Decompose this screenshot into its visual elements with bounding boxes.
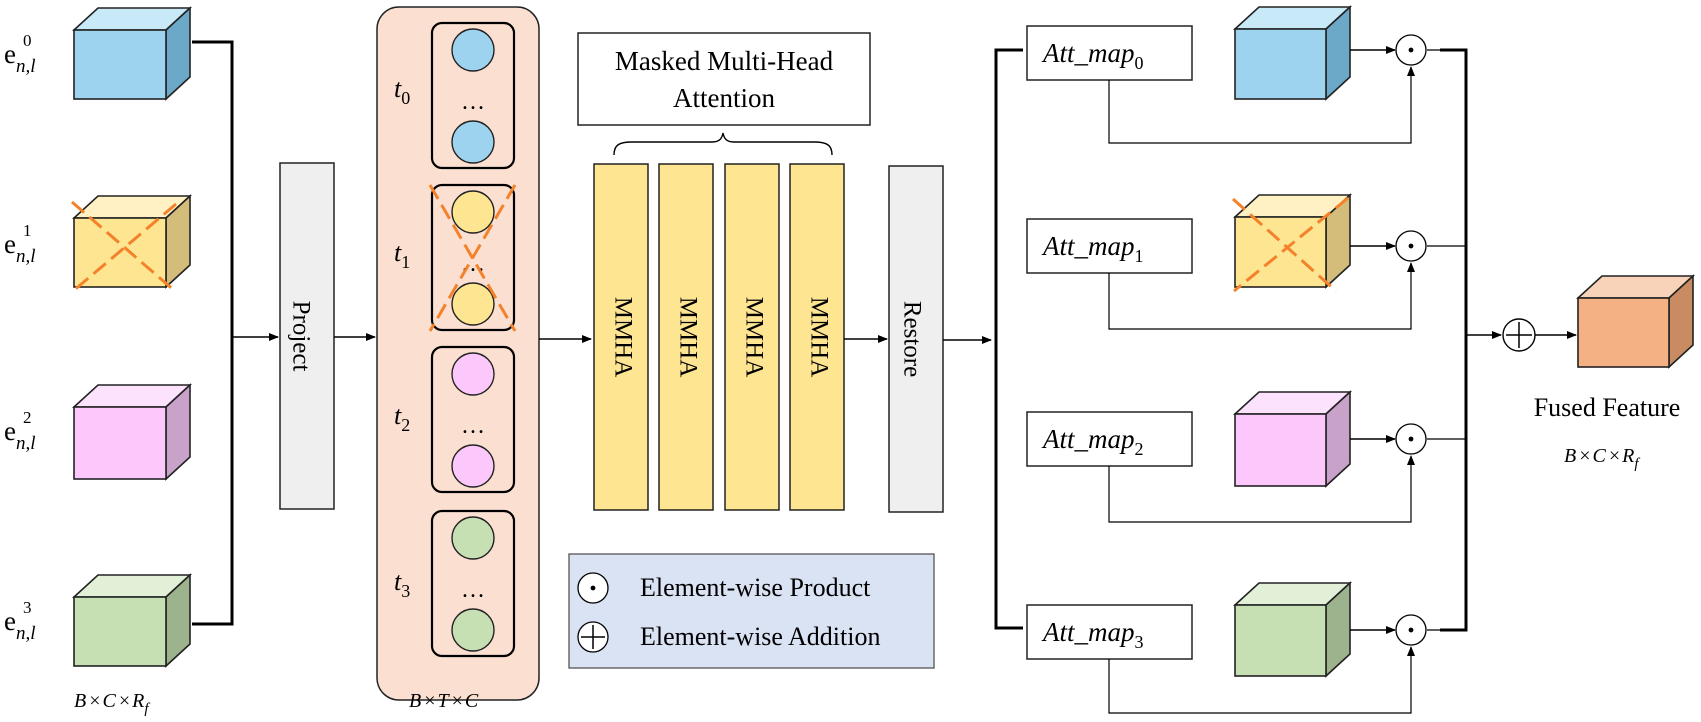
- attention-title-line2: Attention: [673, 83, 775, 113]
- att-row-3: Att_map3: [1026, 581, 1466, 714]
- att-row-2: Att_map2: [1026, 390, 1466, 523]
- attention-brace: [613, 132, 833, 156]
- split-bracket: [994, 48, 1023, 630]
- input-label-1-sup: 1: [23, 221, 32, 240]
- input-label-2-sup: 2: [23, 408, 32, 427]
- token-label-3: t3: [394, 567, 410, 601]
- att-map-label-2: Att_map2: [1041, 424, 1144, 459]
- cube-att-3: [1234, 604, 1327, 677]
- project-block: [279, 162, 335, 510]
- att-row-0: Att_map0: [1026, 5, 1466, 144]
- mmha-block-2: MMHA: [658, 163, 714, 511]
- att-map-box-1: [1026, 218, 1193, 274]
- input-label-2: en,l: [4, 416, 36, 454]
- legend-product-label: Element-wise Product: [640, 573, 871, 602]
- token-panel: [376, 6, 540, 701]
- input-label-3: en,l: [4, 606, 36, 644]
- token-label-2: t2: [394, 401, 410, 435]
- attention-title-line1: Masked Multi-Head: [615, 46, 834, 76]
- cube-att-2: [1234, 413, 1327, 487]
- cube-input-0: [71, 6, 193, 101]
- token-ellipsis-0: …: [461, 89, 485, 115]
- token-label-1: t1: [394, 238, 410, 272]
- token-group-3: …: [430, 509, 516, 658]
- token-label-0: t0: [394, 74, 410, 108]
- cube-input-3: [71, 573, 193, 668]
- restore-block: [888, 165, 944, 513]
- token-ellipsis-2: …: [461, 413, 485, 439]
- input-label-0-sup: 0: [23, 31, 32, 50]
- input-labels: en,l 0 en,l 1 en,l 2 en,l 3: [4, 31, 36, 644]
- mmha-label-4: MMHA: [805, 297, 832, 378]
- input-merge-bracket: [192, 40, 234, 626]
- input-label-1: en,l: [4, 229, 36, 267]
- att-map-label-1: Att_map1: [1041, 231, 1144, 266]
- input-label-3-sup: 3: [23, 598, 32, 617]
- cube-fused-feature: [1575, 274, 1696, 369]
- token-shape-label: B×T×C: [409, 690, 479, 712]
- input-label-0: en,l: [4, 39, 36, 77]
- restore-label: Restore: [898, 301, 925, 377]
- cube-input-2: [71, 383, 193, 481]
- input-cubes: [71, 6, 193, 668]
- merge-bracket: [1440, 48, 1468, 632]
- mmha-block-3: MMHA: [724, 163, 780, 511]
- mmha-block-1: MMHA: [593, 163, 649, 511]
- mmha-label-3: MMHA: [740, 297, 767, 378]
- fused-feature-title: Fused Feature: [1534, 393, 1681, 422]
- attention-title-box: [577, 32, 871, 126]
- legend-addition-label: Element-wise Addition: [640, 622, 880, 651]
- token-group-1-masked: …: [428, 183, 517, 332]
- mmha-label-2: MMHA: [674, 297, 701, 378]
- fused-shape-label: B×C×Rf: [1564, 445, 1640, 472]
- mmha-label-1: MMHA: [609, 297, 636, 378]
- att-map-box-0: [1026, 25, 1193, 81]
- mmha-block-4: MMHA: [789, 163, 845, 511]
- project-label: Project: [287, 301, 314, 372]
- input-shape-label: B×C×Rf: [74, 690, 150, 717]
- att-map-label-0: Att_map0: [1041, 38, 1144, 73]
- cube-att-0: [1234, 28, 1327, 100]
- att-row-1: Att_map1: [1026, 193, 1466, 330]
- token-group-0: …: [430, 21, 516, 170]
- att-map-label-3: Att_map3: [1041, 617, 1144, 652]
- cube-input-1-masked: [71, 194, 193, 294]
- token-ellipsis-3: …: [461, 577, 485, 603]
- legend: Element-wise Product Element-wise Additi…: [568, 553, 935, 669]
- token-group-2: …: [430, 345, 516, 494]
